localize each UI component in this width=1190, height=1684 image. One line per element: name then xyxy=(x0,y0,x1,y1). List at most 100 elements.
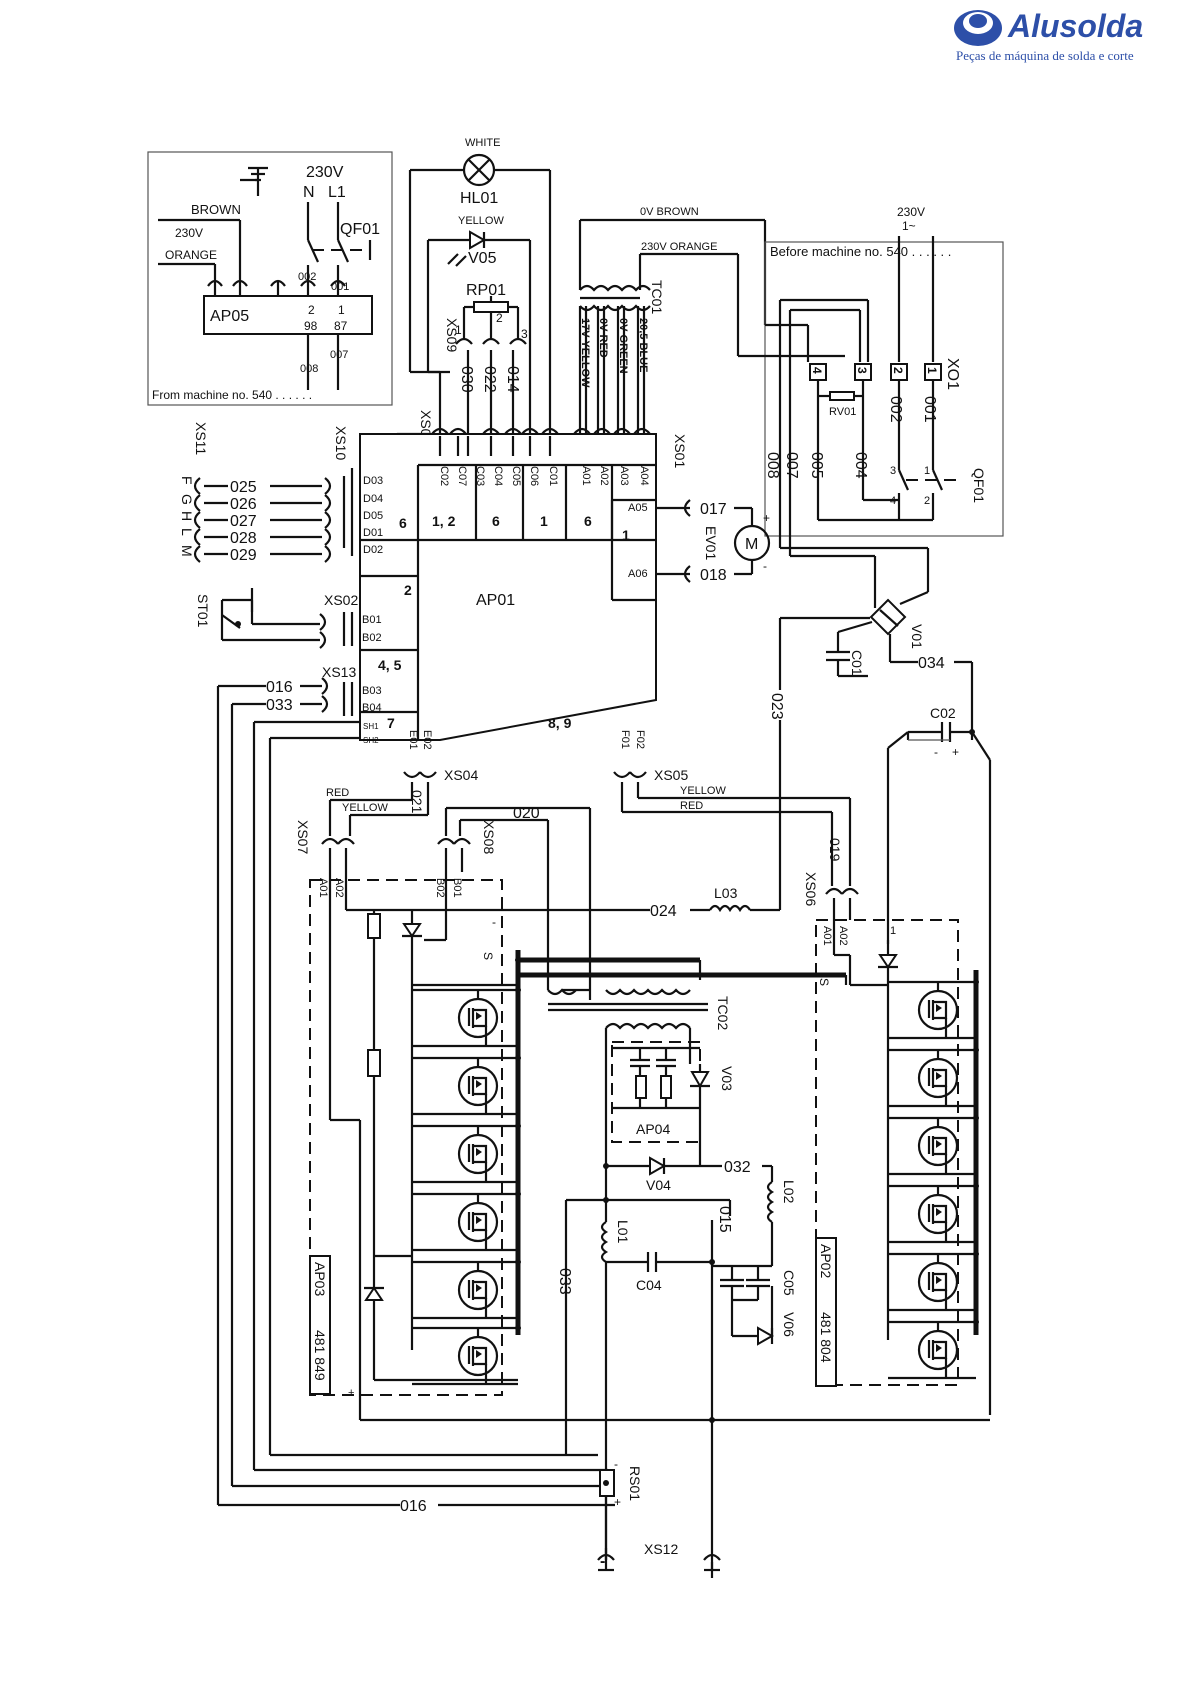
ap01-pin-d04: D04 xyxy=(363,493,383,505)
ap01-pin-e02: E02 xyxy=(421,730,433,750)
rs01-label: RS01 xyxy=(627,1466,643,1501)
capacitor-c02: C02 - + xyxy=(886,705,992,1415)
v06-label: V06 xyxy=(781,1312,797,1337)
ap01-zone-2: 2 xyxy=(404,582,412,598)
c01-label: C01 xyxy=(849,650,865,676)
xs11-connector: XS11 F G H L M 025 026 027 028 029 xyxy=(179,422,332,564)
ap01-pin-f01: F01 xyxy=(619,730,631,749)
logo-brand-text: Alusolda xyxy=(1008,8,1144,44)
tc02-label: TC02 xyxy=(715,996,731,1030)
qf01-right-label: QF01 xyxy=(971,468,987,503)
ap01-pin-a04: A04 xyxy=(638,466,650,486)
inset-xo1: Before machine no. 540 . . . . . . 230V … xyxy=(738,205,1004,537)
ap02-mosfet-icon xyxy=(888,1184,976,1244)
ap01-pin-a06: A06 xyxy=(628,568,648,580)
xs08-pin-b01: B01 xyxy=(451,878,463,898)
ap01-pin-c05: C05 xyxy=(510,466,522,486)
ap01-pin-a03: A03 xyxy=(618,466,630,486)
xo1-wire-002: 002 xyxy=(887,396,904,423)
ap03-mosfet-icon xyxy=(412,988,518,1048)
ap01-zone-6c: 6 xyxy=(584,513,592,529)
led-ref-label: V05 xyxy=(468,250,497,267)
ap02-ref: AP02 xyxy=(818,1244,834,1278)
wire-019: 019 xyxy=(827,838,843,862)
xs11-letter-h: H xyxy=(179,511,195,521)
c02-minus: - xyxy=(934,745,938,759)
ap03-junction xyxy=(515,1055,521,1061)
xs13-label: XS13 xyxy=(322,664,356,680)
ap01-zone-7: 7 xyxy=(387,715,395,731)
ap03-ref: AP03 xyxy=(312,1262,328,1296)
ap01-pin-a02: A02 xyxy=(598,466,610,486)
shunt-rs01: - + RS01 xyxy=(599,1457,643,1560)
v01-label: V01 xyxy=(909,624,925,649)
v03-label: V03 xyxy=(719,1066,735,1091)
ap01-ref-label: AP01 xyxy=(476,592,515,609)
ap03-minus: - xyxy=(492,915,496,929)
pot-wire-030: 030 xyxy=(458,366,475,393)
power-module-ap02: 1 S AP02 481 804 xyxy=(815,919,979,1387)
pot-pin-1: 1 xyxy=(455,323,462,337)
ap01-zone-12: 1, 2 xyxy=(432,513,456,529)
ap03-mosfet-icon xyxy=(412,1260,518,1320)
inset-pin-87: 87 xyxy=(334,319,348,333)
xs12-label: XS12 xyxy=(644,1541,678,1557)
xs07-pin-a02: A02 xyxy=(333,878,345,898)
lamp-color-label: WHITE xyxy=(465,137,500,149)
tc01-0v-brown-label: 0V BROWN xyxy=(640,206,699,218)
ap01-pin-b02: B02 xyxy=(362,632,382,644)
ap01-pin-b04: B04 xyxy=(362,702,382,714)
tc01-0v-red-label: 0V RED xyxy=(597,318,609,358)
ap02-mosfet-icon xyxy=(888,1320,976,1380)
xs12-minus: - xyxy=(600,1553,605,1570)
output-terminals-xs12: - XS12 xyxy=(597,1541,721,1578)
inset-wire-007: 007 xyxy=(330,349,348,361)
xs04-label: XS04 xyxy=(444,767,478,783)
ap03-mosfet-icon xyxy=(412,1326,518,1386)
ap01-pin-c01: C01 xyxy=(547,466,559,486)
motor-letter: M xyxy=(745,536,758,553)
inset-pin-2: 2 xyxy=(308,303,315,317)
thermostat-st01: ST01 xyxy=(195,588,327,649)
pot-pin-3: 3 xyxy=(521,327,528,341)
qf01-pin-2: 2 xyxy=(924,495,930,507)
xs02-label: XS02 xyxy=(324,592,358,608)
ap01-pin-b03: B03 xyxy=(362,685,382,697)
company-logo: Alusolda Peças de máquina de solda e cor… xyxy=(950,6,1170,66)
xo1-wire-004: 004 xyxy=(852,452,869,479)
xs09-label: XS09 xyxy=(444,318,460,352)
wire-029: 029 xyxy=(230,547,257,564)
pot-pin-2: 2 xyxy=(496,311,503,325)
motor-minus: - xyxy=(763,559,767,573)
ap02-junction xyxy=(973,1183,979,1189)
inset-ap05: 230V N L1 QF01 BROWN 230V ORANGE AP05 00… xyxy=(147,151,393,406)
ap01-pin-d02: D02 xyxy=(363,544,383,556)
tc01-0v-green-label: 0V GREEN xyxy=(617,318,629,374)
xs11-letter-l: L xyxy=(179,528,195,536)
ap02-junction xyxy=(973,1319,979,1325)
ap02-mosfet-icon xyxy=(888,980,976,1040)
wire-016-top: 016 xyxy=(266,679,293,696)
ap02-s: S xyxy=(817,978,831,986)
ap01-pin-d01: D01 xyxy=(363,527,383,539)
xs07-pin-a01: A01 xyxy=(317,878,329,898)
inset-230v-label: 230V xyxy=(175,226,203,240)
fan-motor-ev01: 017 018 M + - EV01 xyxy=(683,499,771,584)
inset-l1-label: L1 xyxy=(328,184,346,201)
rs01-plus: + xyxy=(614,1495,621,1509)
motor-ref: EV01 xyxy=(703,526,719,560)
return-wires: 016 033 016 xyxy=(216,677,615,1515)
v04-label: V04 xyxy=(646,1177,671,1193)
lamp-hl01: WHITE HL01 xyxy=(408,137,552,436)
xs04-harness: RED YELLOW 021 XS07 A01 A02 020 XS08 B02… xyxy=(295,782,592,990)
l01-label: L01 xyxy=(615,1220,631,1244)
inset-pin-98: 98 xyxy=(304,319,318,333)
ap03-mosfet-icon xyxy=(412,1124,518,1184)
ap02-junction xyxy=(973,1115,979,1121)
ap01-pin-c06: C06 xyxy=(528,466,540,486)
xo1-term-2: 2 xyxy=(891,367,905,374)
ap01-top-connector: C02 C07 C03 C04 C05 C06 C01 A01 A02 A03 … xyxy=(431,427,651,486)
ap04-label: AP04 xyxy=(636,1121,670,1137)
l03-label: L03 xyxy=(714,885,738,901)
